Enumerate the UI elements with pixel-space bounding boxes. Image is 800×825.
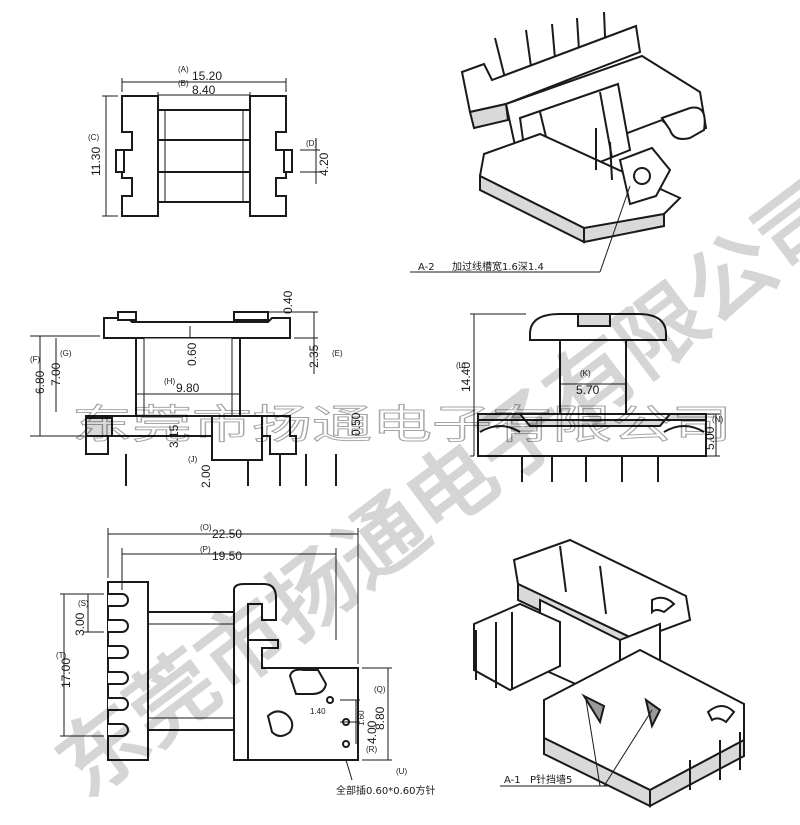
dim-g-label: (G) (60, 349, 72, 358)
dim-c-value: 11.30 (89, 147, 103, 176)
iso-view-bottom: A-1 P针挡墙5 (473, 538, 745, 808)
dim-q-label: (Q) (374, 685, 386, 694)
dim-d-label: (D) (306, 139, 317, 148)
dim-h-label: (H) (164, 377, 175, 386)
dim-small-2: 1.60 (357, 710, 366, 726)
dim-k-value: 5.70 (576, 383, 600, 397)
dim-a-label: (A) (178, 65, 189, 74)
dim-small-3: 4.00 (365, 720, 379, 744)
dim-p-value: 19.50 (212, 549, 242, 563)
dim-f-value: 6.80 (33, 370, 47, 394)
dim-f-label: (F) (30, 355, 41, 364)
bottom-view: (O) 22.50 (P) 19.50 (S) 3.00 (T) 17.00 (… (56, 523, 436, 797)
dim-small-1: 1.40 (310, 707, 326, 716)
dim-b-label: (B) (178, 79, 189, 88)
dim-q-value: 8.80 (373, 706, 387, 730)
top-view: (A) 15.20 (B) 8.40 (C) 11.30 (D) 4.20 (88, 65, 331, 217)
dim-a-value: 15.20 (192, 69, 222, 83)
dim-u-label: (U) (396, 767, 407, 776)
callout-a1-text: P针挡墙5 (530, 773, 572, 786)
dim-o-label: (O) (200, 523, 212, 532)
dim-s-label: (S) (78, 599, 89, 608)
dim-slot: 0.60 (185, 342, 199, 366)
dim-n-label: (N) (712, 415, 723, 424)
dim-l-label: (L) (456, 361, 466, 370)
dim-b-value: 8.40 (192, 83, 216, 97)
dim-k-label: (K) (580, 369, 591, 378)
dim-p-label: (P) (200, 545, 211, 554)
dim-j-value: 2.00 (199, 464, 213, 488)
dim-t-value: 17.00 (59, 658, 73, 688)
dim-gap-top: 0.40 (281, 290, 295, 314)
callout-a2-text: 加过线槽宽1.6深1.4 (452, 260, 544, 273)
pin-note: 全部插0.60*0.60方针 (336, 784, 436, 797)
dim-r-label: (R) (366, 745, 377, 754)
dim-pin-small: 0.50 (349, 412, 363, 436)
dim-t-label: (T) (56, 651, 67, 660)
callout-a1-id: A-1 (504, 775, 521, 786)
watermark-horizontal: 东莞市扬通电子有限公司 (72, 402, 732, 448)
dim-n-value: 5.00 (703, 426, 717, 450)
side-view: (L) 14.40 (K) 5.70 (N) 5.00 (456, 313, 723, 482)
dim-j-label: (J) (188, 455, 198, 464)
dim-l-value: 14.40 (459, 362, 473, 392)
iso-view-top: A-2 加过线槽宽1.6深1.4 (410, 11, 708, 273)
dim-o-value: 22.50 (212, 527, 242, 541)
callout-a2-id: A-2 (418, 262, 435, 273)
dim-s-value: 3.00 (73, 612, 87, 636)
dim-e-value: 2.35 (307, 344, 321, 368)
dim-e-label: (E) (332, 349, 343, 358)
dim-h-value: 9.80 (176, 381, 200, 395)
front-view: 0.40 (F) 6.80 (G) 7.00 0.60 2.35 (E) (H)… (30, 290, 363, 488)
dim-d-value: 4.20 (317, 152, 331, 176)
dim-pin-dia: 3.15 (167, 424, 181, 448)
dim-c-label: (C) (88, 133, 99, 142)
dim-g-value: 7.00 (49, 362, 63, 386)
